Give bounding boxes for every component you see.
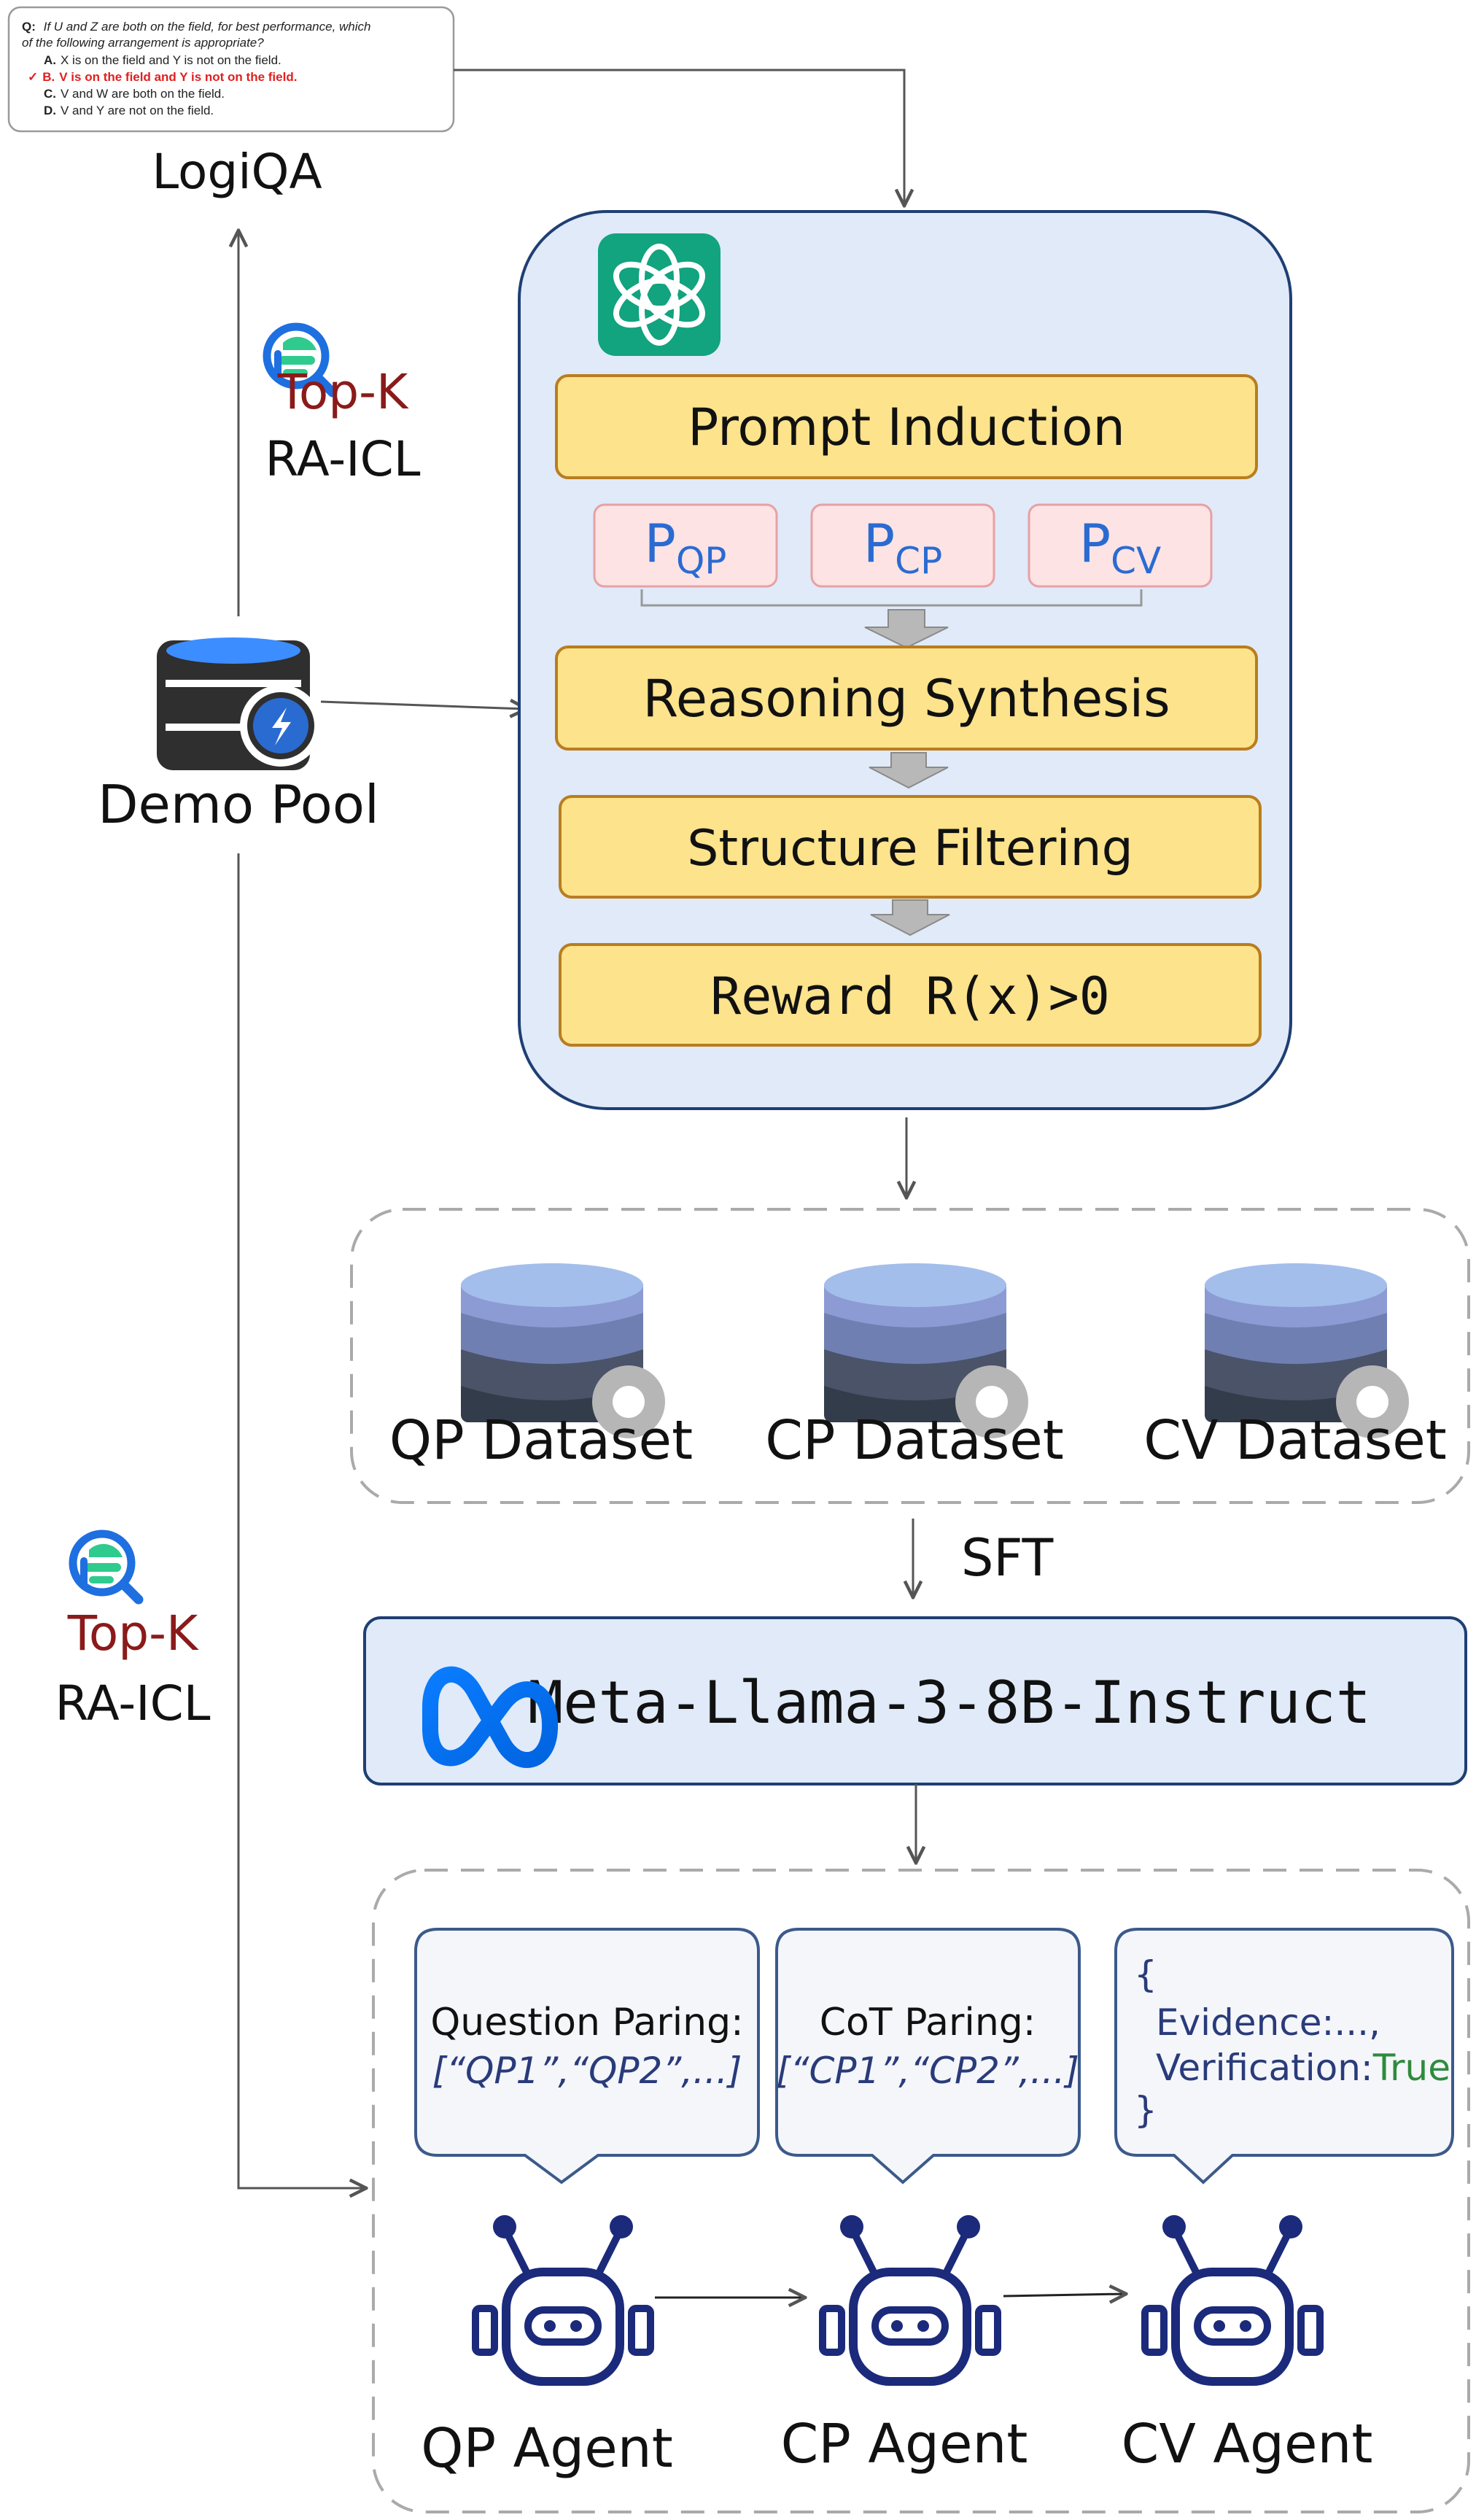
qp-agent-robot-icon [472,2215,654,2386]
cp-to-cv-arrow [1003,2294,1125,2296]
option-b: ✓B.V is on the field and Y is not on the… [28,70,297,84]
datasets-group [350,1208,1470,1504]
ra-icl-label-top: RA-ICL [265,431,420,487]
svg-text:PQP: PQP [645,513,727,582]
question-line-2: of the following arrangement is appropri… [22,36,264,50]
reasoning-synthesis-step: Reasoning Synthesis [555,645,1258,751]
topk-label-top: Top-K [277,364,409,420]
svg-text:Prompt Induction: Prompt Induction [688,398,1125,457]
cv-bubble-open: { [1134,1953,1157,1996]
cp-dataset-icon [824,1263,1028,1438]
svg-text:PCV: PCV [1079,513,1162,582]
down-block-arrow-2 [869,752,949,789]
qp-speech-bubble: Question Paring: [“QP1”,“QP2”,...] [414,1928,760,2184]
qp-bubble-body: [“QP1”,“QP2”,...] [432,2050,742,2092]
qp-dataset-icon [461,1263,665,1438]
svg-text:Reward R(x)>0: Reward R(x)>0 [710,966,1110,1026]
cp-bubble-title: CoT Paring: [820,2001,1036,2044]
option-c: C.V and W are both on the field. [44,87,225,101]
prompt-induction-step: Prompt Induction [555,374,1258,479]
qp-dataset-label: QP Dataset [389,1409,693,1472]
cv-agent-label: CV Agent [1122,2413,1373,2476]
logiqa-label: LogiQA [152,144,322,200]
prompt-cp-box: PCP [810,503,995,588]
cv-agent-robot-icon [1141,2215,1324,2386]
openai-logo-icon [598,233,720,356]
search-icon [263,322,338,398]
svg-text:Q: If U and Z are both o: Q: If U and Z are both on the field, for… [22,20,370,34]
prompt-cv-box: PCV [1028,503,1213,588]
database-icon [157,637,322,770]
down-block-arrow-3 [870,899,950,937]
ra-icl-label-left: RA-ICL [55,1675,210,1732]
question-line-1: If U and Z are both on the field, for be… [44,20,371,34]
down-block-arrow-1 [864,609,949,649]
cp-bubble-body: [“CP1”,“CP2”,...] [776,2050,1079,2092]
svg-text:Structure Filtering: Structure Filtering [687,820,1133,877]
cv-speech-bubble: { Evidence:..., Verification:True } [1114,1928,1454,2184]
cv-bubble-verification: Verification:True [1156,2047,1450,2089]
agents-group [372,1869,1470,2513]
svg-text:Reasoning Synthesis: Reasoning Synthesis [642,669,1170,729]
pool-to-panel-arrow [320,702,525,709]
meta-logo-icon [422,1666,559,1768]
cp-agent-robot-icon [819,2215,1001,2386]
topk-label-left: Top-K [67,1605,199,1662]
qp-agent-label: QP Agent [421,2417,672,2480]
cv-dataset-label: CV Dataset [1143,1409,1447,1472]
cp-agent-label: CP Agent [781,2413,1028,2476]
prompt-qp-box: PQP [593,503,778,588]
reward-step: Reward R(x)>0 [559,943,1262,1047]
search-icon [69,1530,144,1605]
option-a: A.X is on the field and Y is not on the … [44,53,281,67]
cp-dataset-label: CP Dataset [765,1409,1064,1472]
qp-bubble-title: Question Paring: [430,2001,743,2044]
model-name: Meta-Llama-3-8B-Instruct [528,1669,1371,1737]
cp-speech-bubble: CoT Paring: [“CP1”,“CP2”,...] [775,1928,1081,2184]
logiqa-card: Q: If U and Z are both on the field, for… [7,6,455,133]
pool-to-agents-arrow [237,853,365,2188]
cv-bubble-close: } [1134,2089,1157,2131]
cv-bubble-evidence: Evidence:..., [1156,2001,1380,2044]
structure-filtering-step: Structure Filtering [559,795,1262,899]
model-box: Meta-Llama-3-8B-Instruct [363,1616,1467,1786]
prompt-bracket [640,589,1143,607]
card-to-panel-arrow [454,69,904,204]
sft-label: SFT [961,1528,1053,1588]
option-d: D.V and Y are not on the field. [44,104,214,117]
cv-dataset-icon [1205,1263,1409,1438]
demo-pool-label: Demo Pool [98,774,379,835]
question-prefix: Q: [22,20,36,34]
cv-bubble-true: True [1372,2047,1450,2089]
svg-text:PCP: PCP [863,513,943,582]
check-mark-icon: ✓ [28,70,38,84]
